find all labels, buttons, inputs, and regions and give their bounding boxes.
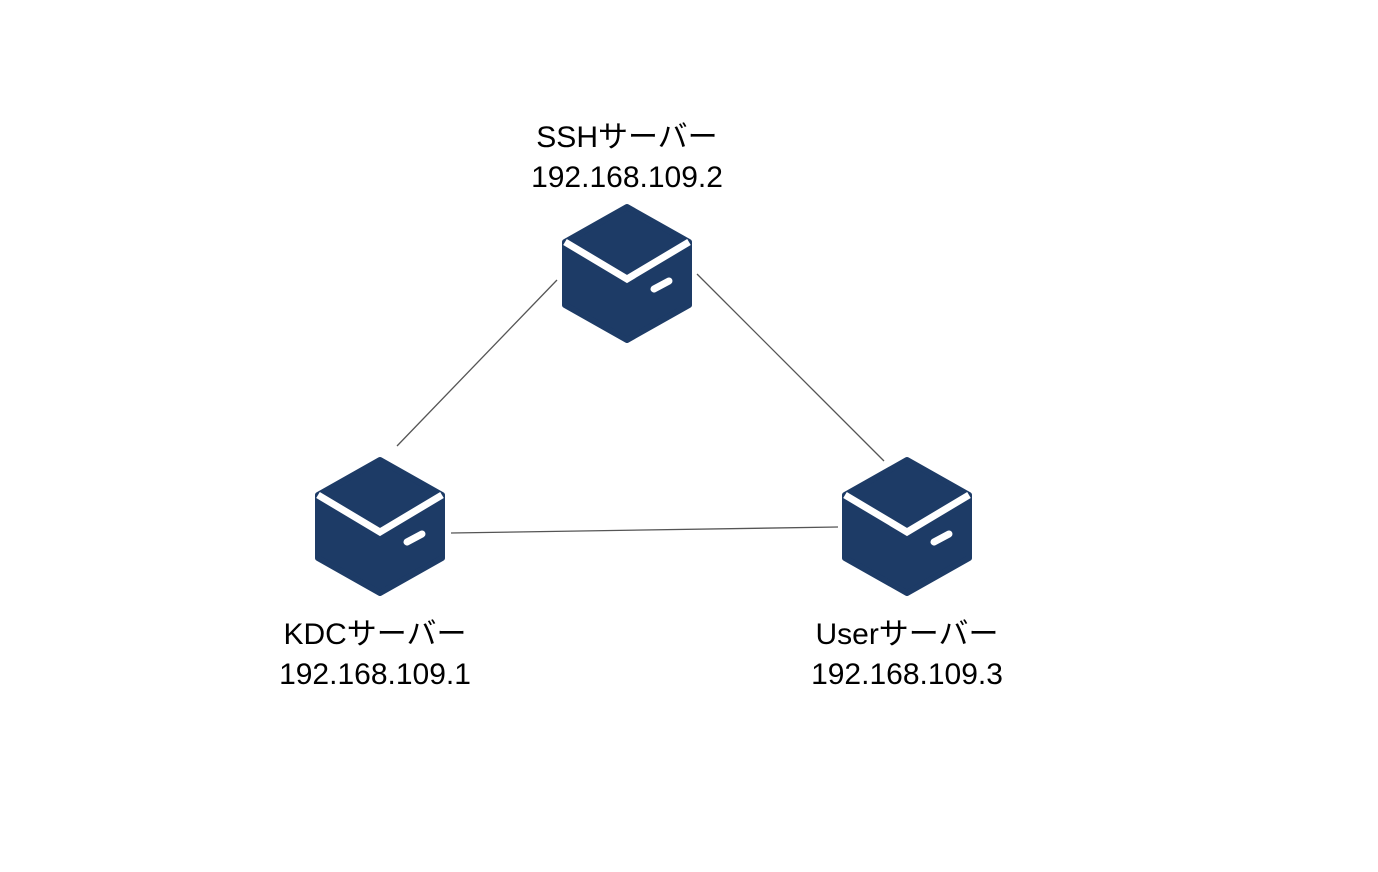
connection-kdc-user: [450, 526, 839, 534]
server-name-kdc: KDCサーバー: [283, 618, 467, 651]
server-ip-user: 192.168.109.3: [811, 658, 1003, 691]
server-name-user: Userサーバー: [815, 618, 999, 651]
server-name-ssh: SSHサーバー: [536, 121, 718, 154]
server-label-user: Userサーバー 192.168.109.3: [757, 615, 1057, 695]
server-ip-kdc: 192.168.109.1: [279, 658, 471, 691]
connection-ssh-kdc: [396, 279, 558, 447]
server-label-kdc: KDCサーバー 192.168.109.1: [225, 615, 525, 695]
server-ip-ssh: 192.168.109.2: [531, 161, 723, 194]
server-box-icon: [562, 204, 692, 343]
server-label-ssh: SSHサーバー 192.168.109.2: [477, 118, 777, 198]
connection-ssh-user: [696, 273, 885, 462]
server-box-icon: [842, 457, 972, 596]
server-box-icon: [315, 457, 445, 596]
